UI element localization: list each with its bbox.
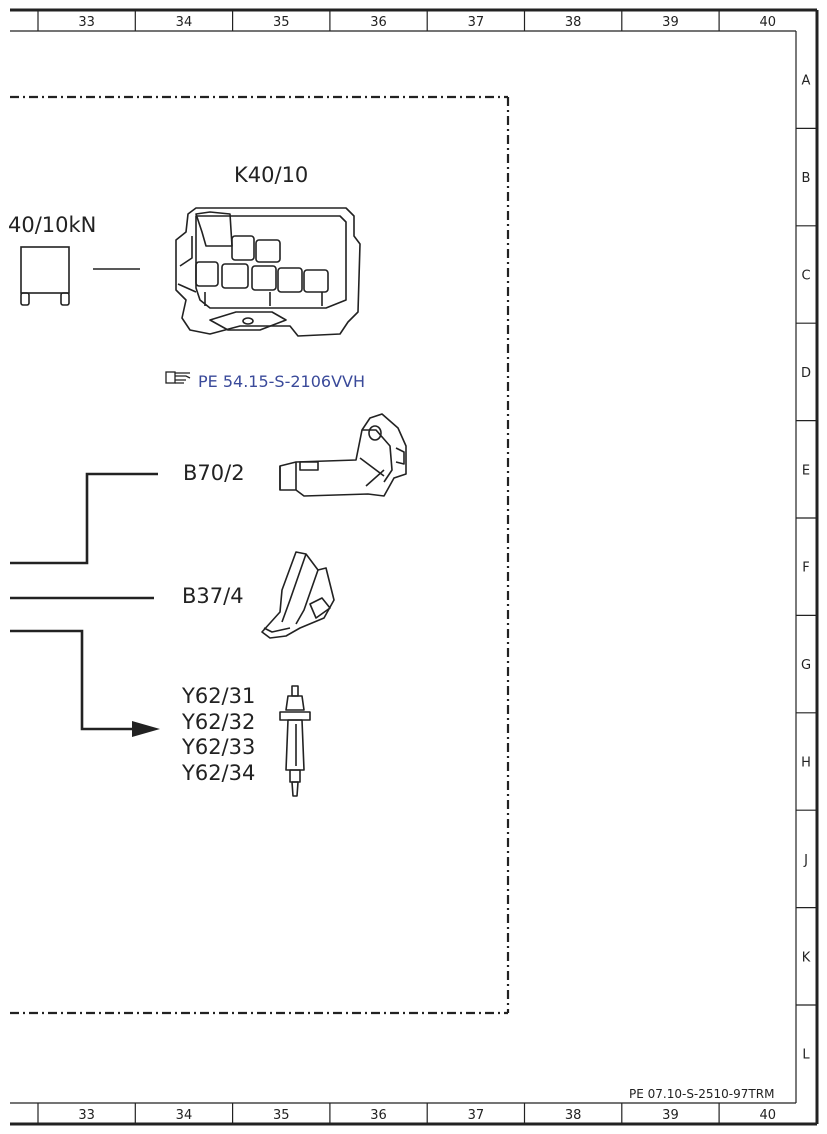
row-letter: K [802, 950, 811, 965]
column-number-bottom: 36 [370, 1108, 387, 1123]
sensor-b70-label: B70/2 [183, 461, 245, 485]
row-letter: H [801, 756, 811, 771]
injector-label-3: Y62/33 [182, 735, 256, 759]
column-number-top: 37 [468, 15, 485, 30]
wiring [10, 472, 158, 731]
column-number-bottom: 34 [176, 1108, 193, 1123]
row-letter: D [801, 366, 811, 381]
column-number-top: 34 [176, 15, 193, 30]
row-ticks [796, 127, 817, 1006]
column-number-bottom: 40 [759, 1108, 776, 1123]
injector-labels: Y62/31 Y62/32 Y62/33 Y62/34 [182, 684, 255, 786]
column-number-bottom: 39 [662, 1108, 679, 1123]
injector-label-2: Y62/32 [182, 709, 256, 734]
module-reference-link[interactable]: PE 54.15-S-2106VVH [198, 372, 365, 391]
column-ticks [37, 10, 720, 1124]
injector-label-1: Y62/31 [182, 684, 256, 708]
column-number-bottom: 33 [78, 1108, 95, 1123]
fuse-relay-module-drawing [175, 207, 361, 337]
column-number-top: 33 [78, 15, 95, 30]
pedal-sensor-drawing [261, 551, 335, 639]
column-numbers-bottom: 33 34 35 36 37 38 39 40 [78, 1108, 776, 1123]
pedal-b37-label: B37/4 [182, 584, 244, 608]
relay-label: 40/10kN [8, 213, 97, 237]
document-id: PE 07.10-S-2510-97TRM [629, 1087, 775, 1101]
column-number-top: 35 [273, 15, 290, 30]
row-letter: J [803, 853, 808, 868]
row-letter: G [801, 658, 811, 673]
row-letter: B [802, 171, 811, 186]
module-label: K40/10 [234, 163, 309, 187]
row-letter: E [802, 463, 810, 478]
column-number-top: 40 [759, 15, 776, 30]
row-letter: L [802, 1048, 810, 1063]
camshaft-sensor-drawing [279, 413, 407, 497]
column-numbers-top: 33 34 35 36 37 38 39 40 [78, 15, 776, 30]
column-number-top: 36 [370, 15, 387, 30]
column-number-top: 39 [662, 15, 679, 30]
pointing-hand-icon [165, 371, 191, 384]
column-number-top: 38 [565, 15, 582, 30]
sheet-frame [10, 8, 819, 1126]
component-boundary [10, 95, 510, 1015]
column-number-bottom: 37 [468, 1108, 485, 1123]
column-number-bottom: 38 [565, 1108, 582, 1123]
row-letter: A [802, 74, 811, 89]
row-letter: F [802, 561, 809, 576]
column-number-bottom: 35 [273, 1108, 290, 1123]
injector-label-4: Y62/34 [182, 760, 256, 785]
row-letter: C [801, 269, 810, 284]
relay-symbol [20, 246, 140, 306]
injector-drawing [279, 685, 311, 797]
wire-arrow-icon [132, 721, 160, 737]
row-letters: A B C D E F G H J K L [801, 74, 811, 1063]
